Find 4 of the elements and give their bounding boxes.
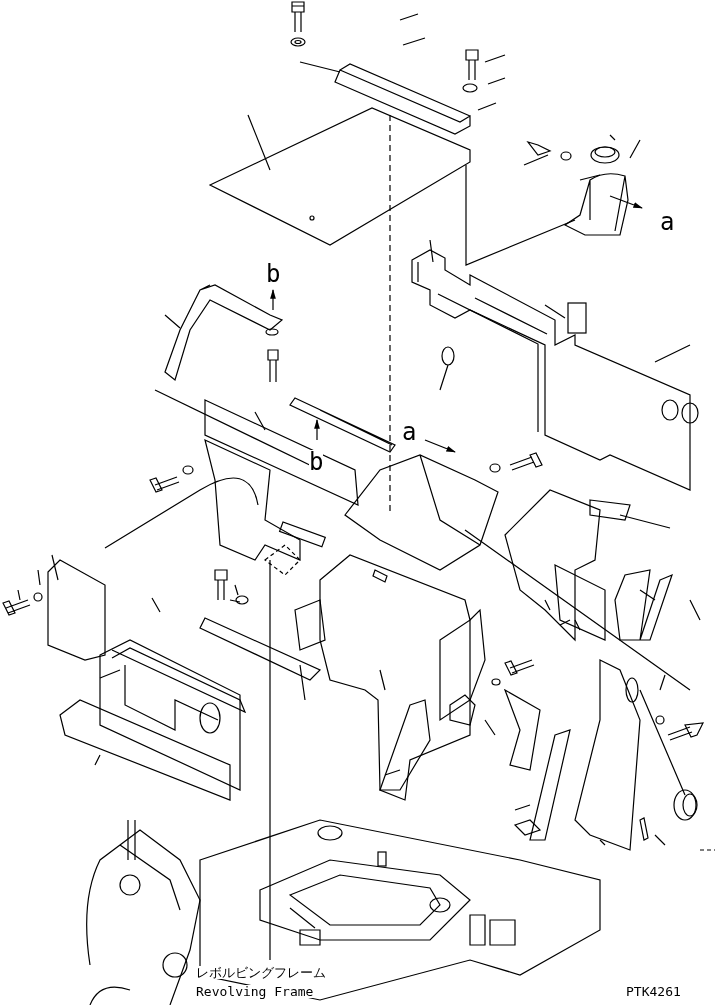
frame-label-english: Revolving Frame	[196, 985, 314, 998]
frame-label-japanese: レボルビングフレーム	[196, 966, 326, 979]
drawing-number: PTK4261	[626, 985, 681, 998]
reference-letter: b	[309, 450, 324, 474]
